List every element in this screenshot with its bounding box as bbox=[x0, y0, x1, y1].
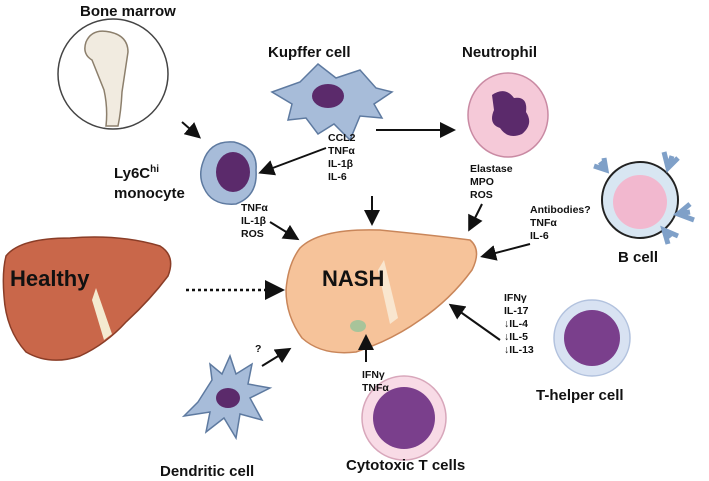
nash-liver-group: NASH bbox=[285, 229, 478, 354]
thelper-mediator-4: ↓IL-5 bbox=[504, 331, 528, 343]
b-cell-nucleus bbox=[613, 175, 667, 229]
monocyte-label-main: Ly6C bbox=[114, 165, 150, 182]
arrows bbox=[181, 121, 531, 367]
antibody-icon bbox=[661, 151, 680, 173]
thelper-group: T-helper cell IFNγ IL-17 ↓IL-4 ↓IL-5 ↓IL… bbox=[504, 292, 631, 404]
antibody-icon bbox=[593, 157, 610, 174]
bone-marrow-group: Bone marrow bbox=[57, 3, 176, 130]
arrow-thelper-to-nash bbox=[448, 303, 501, 341]
cytotoxic-nucleus bbox=[373, 387, 435, 449]
b-cell-mediator-2: TNFα bbox=[530, 217, 557, 229]
monocyte-mediator-3: ROS bbox=[241, 228, 264, 240]
monocyte-group: Ly6Chi monocyte TNFα IL-1β ROS bbox=[114, 141, 268, 240]
b-cell-label: B cell bbox=[618, 249, 658, 266]
healthy-liver-ligament bbox=[92, 288, 112, 340]
thelper-nucleus bbox=[564, 310, 620, 366]
neutrophil-mediator-3: ROS bbox=[470, 189, 493, 201]
cytotoxic-mediator-1: IFNγ bbox=[362, 369, 385, 381]
arrow-bone-to-monocyte bbox=[181, 121, 202, 139]
thelper-mediator-1: IFNγ bbox=[504, 292, 527, 304]
thelper-label: T-helper cell bbox=[536, 387, 624, 404]
bone-marrow-label: Bone marrow bbox=[80, 3, 176, 20]
monocyte-nucleus bbox=[216, 152, 250, 192]
kupffer-mediator-4: IL-6 bbox=[328, 171, 347, 183]
kupffer-label: Kupffer cell bbox=[268, 44, 351, 61]
b-cell-mediator-3: IL-6 bbox=[530, 230, 549, 242]
monocyte-mediator-2: IL-1β bbox=[241, 215, 267, 227]
neutrophil-label: Neutrophil bbox=[462, 44, 537, 61]
healthy-label: Healthy bbox=[10, 266, 90, 291]
cytotoxic-label: Cytotoxic T cells bbox=[346, 457, 465, 474]
dendritic-label: Dendritic cell bbox=[160, 463, 254, 480]
dendritic-nucleus bbox=[216, 388, 240, 408]
bone-icon bbox=[84, 30, 129, 127]
kupffer-mediator-2: TNFα bbox=[328, 145, 355, 157]
dendritic-question: ? bbox=[255, 343, 261, 355]
neutrophil-mediator-1: Elastase bbox=[470, 163, 513, 175]
thelper-mediator-5: ↓IL-13 bbox=[504, 344, 534, 356]
monocyte-label-line1: Ly6Chi bbox=[114, 164, 159, 182]
antibody-icon bbox=[660, 225, 679, 245]
b-cell-group: B cell Antibodies? TNFα IL-6 bbox=[530, 151, 695, 266]
dendritic-group: Dendritic cell ? bbox=[160, 343, 273, 480]
antibody-icon bbox=[673, 202, 695, 223]
neutrophil-mediator-2: MPO bbox=[470, 176, 494, 188]
cytotoxic-group: Cytotoxic T cells IFNγ TNFα bbox=[346, 369, 465, 474]
healthy-liver-icon bbox=[2, 236, 172, 361]
kupffer-mediator-3: IL-1β bbox=[328, 158, 354, 170]
arrow-neutrophil-to-nash bbox=[468, 203, 483, 232]
kupffer-mediator-1: CCL2 bbox=[328, 132, 356, 144]
arrow-kupffer-to-monocyte bbox=[258, 147, 327, 176]
b-cell-mediator-1: Antibodies? bbox=[530, 204, 591, 216]
neutrophil-group: Neutrophil Elastase MPO ROS bbox=[462, 44, 549, 201]
nash-liver-icon bbox=[285, 229, 478, 354]
neutrophil-nucleus bbox=[492, 91, 530, 136]
thelper-mediator-3: ↓IL-4 bbox=[504, 318, 528, 330]
kupffer-nucleus bbox=[312, 84, 344, 108]
healthy-liver-group: Healthy bbox=[2, 236, 172, 361]
monocyte-label-line2: monocyte bbox=[114, 185, 185, 202]
arrow-monocyte-to-nash bbox=[269, 221, 300, 241]
arrow-dendritic-to-nash bbox=[261, 347, 292, 367]
nash-liver-ligament bbox=[378, 260, 398, 324]
nash-label: NASH bbox=[322, 266, 384, 291]
kupffer-group: Kupffer cell CCL2 TNFα IL-1β IL-6 bbox=[268, 44, 394, 183]
monocyte-mediator-1: TNFα bbox=[241, 202, 268, 214]
cytotoxic-mediator-2: TNFα bbox=[362, 382, 389, 394]
monocyte-label-sup: hi bbox=[150, 164, 159, 175]
gallbladder-icon bbox=[350, 320, 366, 332]
thelper-mediator-2: IL-17 bbox=[504, 305, 529, 317]
arrow-bcell-to-nash bbox=[480, 243, 531, 261]
